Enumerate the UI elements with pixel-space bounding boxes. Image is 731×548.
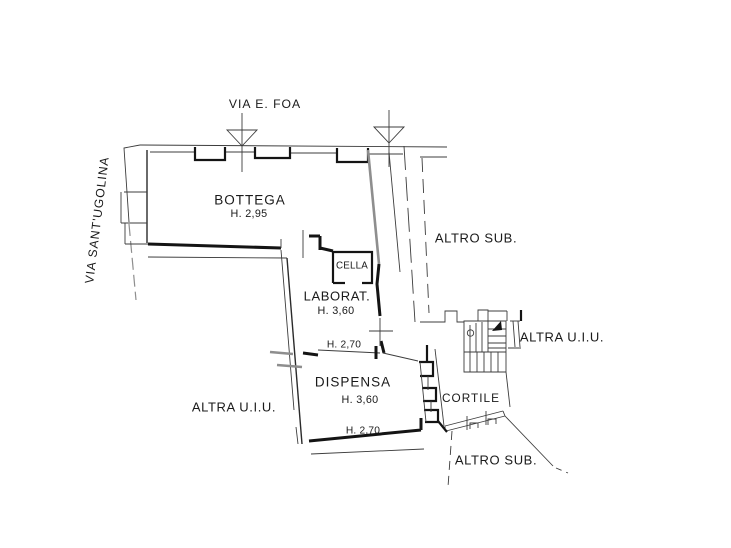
room-height-bottega: H. 2,95 [230,208,268,220]
entrance-marker-left [225,113,259,172]
room-label-laborat: LABORAT. [303,288,371,304]
west-wall [269,249,303,445]
east-wall [366,149,401,354]
label-altro-sub-bottom: ALTRO SUB. [454,452,538,468]
dispensa-walls [308,345,445,455]
room-height-low-laborat: H. 2,70 [326,339,362,351]
laborat-dispensa-divider [302,346,419,362]
label-altra-uiu-right: ALTRA U.I.U. [519,329,605,345]
altro-sub-corridor [403,145,438,323]
street-label-via-e-foa: VIA E. FOA [228,97,302,111]
room-height-dispensa: H. 3,60 [341,394,379,406]
staircase [438,309,523,373]
bottega-bottom-wall [147,230,334,259]
entrance-marker-right [372,110,406,167]
room-height-low-dispensa: H. 2,70 [345,425,381,437]
room-label-dispensa: DISPENSA [314,374,392,390]
label-altra-uiu-left: ALTRA U.I.U. [191,399,277,415]
bottega-top-wall [139,110,448,172]
room-label-bottega: BOTTEGA [214,192,286,208]
label-altro-sub-top: ALTRO SUB. [434,230,518,246]
bottega-left-wall [120,144,148,301]
room-label-cortile: CORTILE [442,391,500,405]
room-height-laborat: H. 3,60 [317,305,355,317]
cella-walls [331,250,374,285]
cortile-walls [437,371,569,488]
room-label-cella: CELLA [335,260,369,272]
stair-direction-arrow [492,321,502,331]
